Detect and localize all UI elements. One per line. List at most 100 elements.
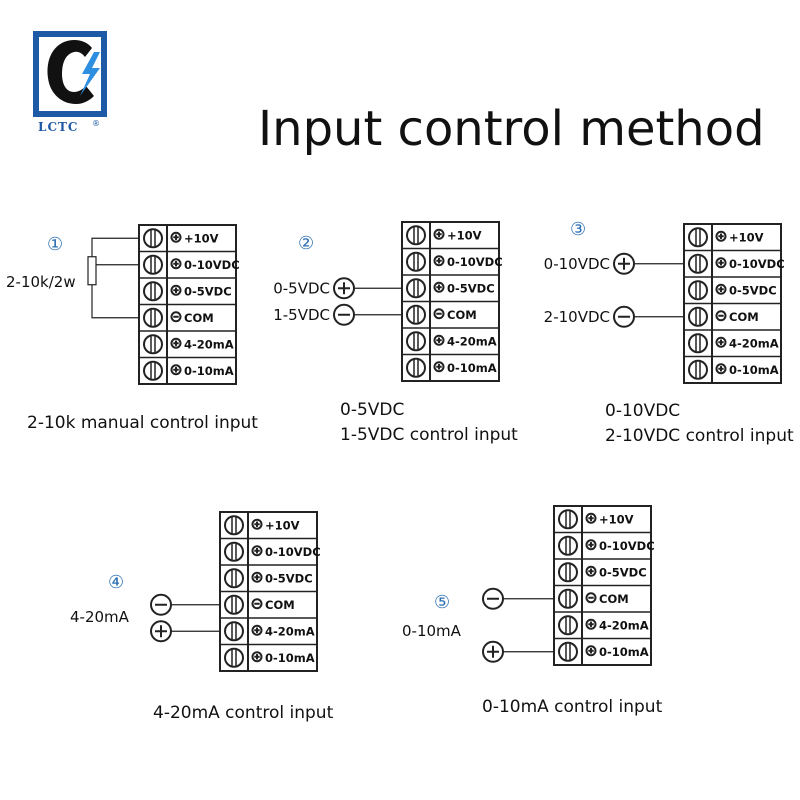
terminal-sign-icon xyxy=(170,337,182,349)
terminal-sign-icon xyxy=(251,598,263,610)
screw-terminal-icon xyxy=(224,515,244,536)
terminal-sign-icon xyxy=(715,336,727,348)
screw-terminal-icon xyxy=(406,251,426,272)
terminal-label: 4-20mA xyxy=(599,618,649,632)
screw-terminal-icon xyxy=(224,541,244,562)
screw-head xyxy=(558,535,578,556)
screw-head xyxy=(224,594,244,615)
terminal-sign-icon xyxy=(251,624,263,636)
terminal-label: +10V xyxy=(447,228,482,242)
terminal-label: COM xyxy=(729,310,759,324)
diagram-4: +10V0-10VDC0-5VDCCOM4-20mA0-10mA④4-20mA … xyxy=(70,511,334,723)
diagram-caption: 0-10mA control input xyxy=(482,697,663,717)
screw-head xyxy=(558,588,578,609)
screw-head xyxy=(406,357,426,378)
plus-terminal-icon xyxy=(150,620,172,643)
screw-terminal-icon xyxy=(688,306,708,327)
diagram-number: ⑤ xyxy=(434,592,450,613)
screw-terminal-icon xyxy=(143,228,163,249)
terminal-sign-icon xyxy=(170,231,182,243)
diagram-caption: 4-20mA control input xyxy=(153,703,334,723)
screw-head xyxy=(406,225,426,246)
screw-head xyxy=(558,509,578,530)
minus-terminal-icon xyxy=(613,305,635,328)
screw-head xyxy=(558,615,578,636)
terminal-sign-icon xyxy=(170,311,182,323)
diagram-caption: 2-10k manual control input xyxy=(27,413,258,433)
lctc-logo: LCTC ® xyxy=(33,31,107,134)
terminal-sign-icon xyxy=(715,257,727,269)
terminal-sign-icon xyxy=(251,545,263,557)
terminal-label: COM xyxy=(599,592,629,606)
screw-terminal-icon xyxy=(558,615,578,636)
terminal-sign-icon xyxy=(585,539,597,551)
diagram-caption: 1-5VDC control input xyxy=(340,425,518,445)
screw-head xyxy=(143,228,163,249)
terminal-label: COM xyxy=(447,308,477,322)
logo-c-letter xyxy=(47,40,94,104)
terminal-sign-icon xyxy=(585,645,597,657)
resistor-body xyxy=(87,256,97,286)
terminal-label: 0-10VDC xyxy=(447,255,503,269)
terminal-sign-icon xyxy=(715,363,727,375)
logo-registered-mark: ® xyxy=(92,119,100,128)
terminal-label: 0-10VDC xyxy=(729,257,785,271)
screw-head xyxy=(224,541,244,562)
terminal-label: 0-10VDC xyxy=(265,545,321,559)
screw-head xyxy=(406,304,426,325)
terminal-sign-icon xyxy=(433,255,445,267)
diagram-caption: 0-5VDC xyxy=(340,400,404,420)
terminal-sign-icon xyxy=(585,565,597,577)
terminal-label: 0-10mA xyxy=(447,361,497,375)
terminal-sign-icon xyxy=(433,228,445,240)
screw-terminal-icon xyxy=(224,594,244,615)
screw-head xyxy=(406,331,426,352)
terminal-label: 4-20mA xyxy=(729,336,779,350)
screw-terminal-icon xyxy=(688,280,708,301)
terminal-sign-icon xyxy=(433,361,445,373)
screw-terminal-icon xyxy=(558,535,578,556)
screw-head xyxy=(688,227,708,248)
terminal-label: 0-5VDC xyxy=(599,565,647,579)
screw-head xyxy=(688,306,708,327)
diagram-caption: 0-10VDC xyxy=(605,401,680,421)
terminal-label: COM xyxy=(265,598,295,612)
screw-head xyxy=(143,360,163,381)
diagram-number: ④ xyxy=(108,572,124,593)
screw-head xyxy=(406,251,426,272)
terminal-sign-icon xyxy=(715,230,727,242)
screw-head xyxy=(143,281,163,302)
terminal-sign-icon xyxy=(585,618,597,630)
plus-terminal-icon xyxy=(333,277,355,300)
terminal-sign-icon xyxy=(585,512,597,524)
screw-terminal-icon xyxy=(688,253,708,274)
terminal-label: 0-10mA xyxy=(599,645,649,659)
screw-head xyxy=(406,278,426,299)
screw-terminal-icon xyxy=(143,360,163,381)
terminal-sign-icon xyxy=(170,364,182,376)
terminal-sign-icon xyxy=(715,283,727,295)
screw-terminal-icon xyxy=(143,334,163,355)
screw-terminal-icon xyxy=(688,227,708,248)
signal-label: 0-10VDC xyxy=(544,255,610,273)
screw-terminal-icon xyxy=(688,359,708,380)
signal-label: 1-5VDC xyxy=(273,306,330,324)
screw-terminal-icon xyxy=(558,562,578,583)
screw-terminal-icon xyxy=(224,568,244,589)
screw-terminal-icon xyxy=(406,304,426,325)
screw-terminal-icon xyxy=(558,588,578,609)
screw-head xyxy=(143,307,163,328)
diagram-caption: 2-10VDC control input xyxy=(605,426,794,446)
logo-text: LCTC xyxy=(38,120,78,134)
signal-label: 0-5VDC xyxy=(273,279,330,297)
diagram-number: ③ xyxy=(570,219,586,240)
terminal-label: 4-20mA xyxy=(265,624,315,638)
terminal-label: 4-20mA xyxy=(184,337,234,351)
screw-head xyxy=(688,253,708,274)
screw-head xyxy=(143,254,163,275)
terminal-sign-icon xyxy=(170,258,182,270)
